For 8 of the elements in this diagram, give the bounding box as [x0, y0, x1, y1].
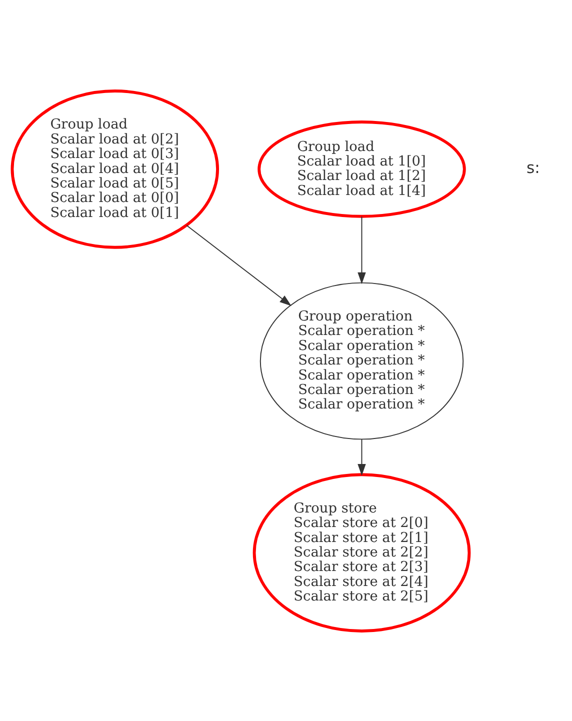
arrow	[358, 216, 366, 284]
node-ellipse: Group load Scalar load at 1[0] Scalar load at 1[2] Scalar load at 1[4]	[258, 120, 466, 218]
arrow	[358, 438, 366, 476]
label: s:	[526, 157, 540, 176]
node-ellipse: Group load Scalar load at 0[2] Scalar load at 0[3] Scalar load at 0[4] Scalar load at 0[5] Scalar load at 0[0] Scalar load at 0[1]	[10, 89, 220, 248]
node-ellipse: Group operation Scalar operation * Scalar operation * Scalar operation * Scalar operation * Scalar operation * Scalar operation *	[260, 282, 464, 440]
node-ellipse: Group store Scalar store at 2[0] Scalar store at 2[1] Scalar store at 2[2] Scalar store at 2[3] Scalar store at 2[4] Scalar store at 2[5]	[252, 472, 471, 632]
arrow	[186, 224, 292, 306]
